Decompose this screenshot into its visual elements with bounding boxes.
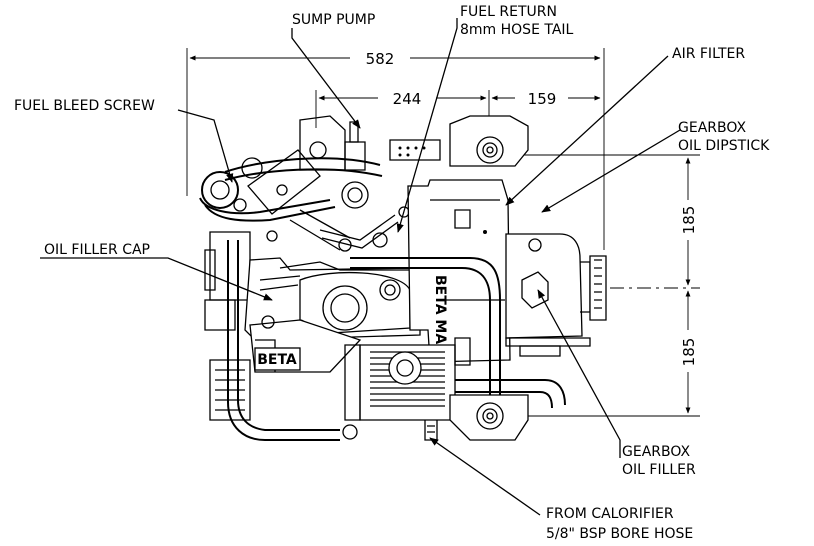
label-calorifier-1: FROM CALORIFIER [546,506,674,522]
dim-width-a-text: 244 [393,90,422,108]
label-gearbox-filler-1: GEARBOX [622,444,690,460]
callout-leaders [40,18,681,516]
dim-overall-width-text: 582 [366,50,395,68]
label-sump-pump: SUMP PUMP [292,12,375,28]
dimension-width-a: 244 [315,90,490,136]
dimension-overall-width: 582 [186,48,605,250]
label-gearbox-filler-2: OIL FILLER [622,462,696,478]
dimension-heights: 185 185 [510,154,700,417]
label-fuel-return-1: FUEL RETURN [460,4,557,20]
label-gearbox-dipstick-1: GEARBOX [678,120,746,136]
label-fuel-return-2: 8mm HOSE TAIL [460,22,574,38]
label-oil-filler-cap: OIL FILLER CAP [44,242,150,258]
brand-plate [254,347,301,371]
brand-plate-text: BETA [257,352,297,368]
engine-body: BETA MARINE BETA [199,115,607,441]
label-fuel-bleed-screw: FUEL BLEED SCREW [14,98,155,114]
dim-height-lower-text: 185 [680,338,698,367]
label-gearbox-dipstick-2: OIL DIPSTICK [678,138,770,154]
dim-width-b-text: 159 [528,90,557,108]
label-air-filter: AIR FILTER [672,46,745,62]
label-calorifier-2: 5/8" BSP BORE HOSE [546,526,693,542]
dim-height-upper-text: 185 [680,206,698,235]
dimension-width-b: 159 [491,90,601,108]
